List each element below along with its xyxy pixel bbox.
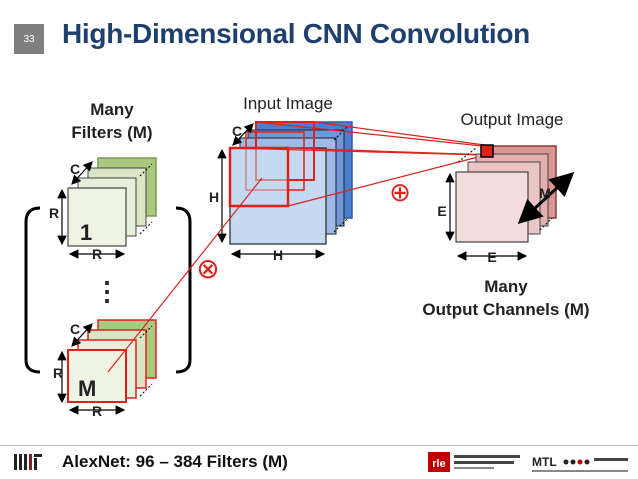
output-width-label: E: [487, 249, 496, 265]
output-height-label: E: [437, 203, 446, 219]
multiply-operator: ⊗: [196, 252, 219, 285]
filter-stack-top: [57, 157, 157, 259]
filter-top-height-label: R: [49, 205, 59, 221]
sum-operator: ⊕: [389, 178, 411, 208]
input-image-heading: Input Image: [243, 94, 333, 113]
svg-text:rle: rle: [432, 458, 445, 470]
left-bracket: [24, 206, 41, 374]
footer-divider: [0, 445, 638, 446]
filter-bottom-index: M: [78, 376, 96, 401]
output-caption-line2: Output Channels (M): [422, 300, 589, 319]
output-pixel: [480, 144, 494, 158]
rle-logo: rle: [428, 452, 520, 472]
footer-text: AlexNet: 96 – 384 Filters (M): [62, 452, 288, 471]
svg-text:MIT: MIT: [14, 477, 16, 479]
slide-title: High-Dimensional CNN Convolution: [62, 18, 530, 49]
output-image-heading: Output Image: [460, 110, 563, 129]
filter-top-channel-label: C: [70, 161, 80, 177]
input-width-label: H: [273, 247, 283, 263]
connector-lines: [107, 121, 493, 373]
mtl-logo: MTL: [532, 455, 628, 472]
filter-bottom-channel-label: C: [70, 321, 80, 337]
filters-ellipsis: ⋮: [94, 276, 120, 306]
filter-bottom-height-label: R: [53, 365, 63, 381]
output-caption-line1: Many: [484, 277, 528, 296]
output-image-stack: [445, 144, 575, 261]
svg-text:MTL: MTL: [532, 455, 557, 469]
filter-top-width-label: R: [92, 246, 102, 262]
filter-bottom-width-label: R: [92, 403, 102, 419]
filter-top-index: 1: [80, 220, 92, 245]
output-channel-label: M: [539, 185, 551, 201]
filters-heading-line2: Filters (M): [71, 123, 152, 142]
input-height-label: H: [209, 189, 219, 205]
mit-logo: MIT: [14, 454, 42, 479]
filters-heading-line1: Many: [90, 100, 134, 119]
input-channel-label: C: [232, 123, 242, 139]
input-image-stack: [217, 121, 353, 259]
right-bracket: [175, 206, 192, 374]
slide-number: 33: [14, 24, 44, 54]
